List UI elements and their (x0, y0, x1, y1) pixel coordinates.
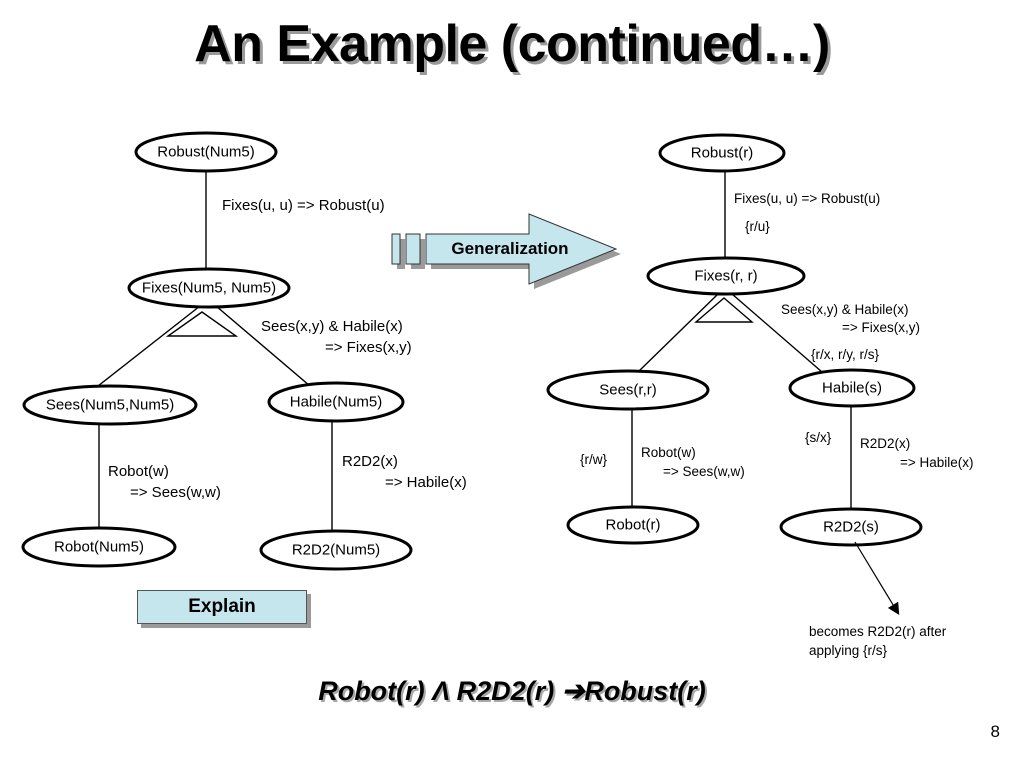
left-node-sees-ellipse (22, 384, 198, 426)
page-number: 8 (990, 722, 1000, 741)
left-edge-fixes-habile (215, 305, 311, 387)
right-node-habile: Habile(s) (822, 380, 882, 397)
right-node-r2d2-ellipse (779, 507, 923, 547)
right-node-robot-ellipse (566, 505, 700, 545)
left-node-habile: Habile(Num5) (290, 394, 383, 411)
left-node-fixes: Fixes(Num5, Num5) (142, 280, 276, 297)
annotation-arrow (854, 541, 900, 616)
slide-title: An Example (continued…) (194, 15, 830, 73)
left-node-fixes-ellipse (127, 267, 291, 309)
right-rule-habile-r2d2-subst: {s/x} (805, 430, 832, 445)
arrow-tail-bar-1 (391, 233, 401, 265)
right-node-sees: Sees(r,r) (599, 382, 657, 399)
arrow-tail-bar-2 (405, 233, 421, 265)
left-and-triangle (165, 311, 239, 337)
right-edge-fixes-habile (731, 293, 823, 373)
right-node-r2d2: R2D2(s) (823, 519, 879, 536)
right-node-robot: Robot(r) (605, 517, 660, 534)
right-tree: Robust(r) Fixes(r, r) Sees(r,r) Habile(s… (546, 133, 974, 658)
arrow-body (425, 213, 618, 285)
left-node-robust-ellipse (134, 131, 278, 173)
annotation-note-line1: becomes R2D2(r) after (809, 624, 947, 639)
left-edge-fixes-sees (97, 305, 201, 387)
left-rule-fixes-split-line1: Sees(x,y) & Habile(x) (261, 318, 403, 335)
right-rule-sees-robot-line1: Robot(w) (641, 445, 696, 460)
right-rule-sees-robot-line2: => Sees(w,w) (663, 464, 745, 479)
conclusion-formula: Robot(r) Λ R2D2(r) ➔Robust(r) (318, 676, 706, 706)
left-rule-root-fixes: Fixes(u, u) => Robust(u) (222, 197, 385, 214)
right-and-triangle (694, 297, 754, 323)
left-node-robot: Robot(Num5) (54, 539, 144, 556)
right-rule-sees-robot-subst: {r/w} (580, 452, 608, 467)
left-rule-fixes-split-line2: => Fixes(x,y) (325, 339, 412, 356)
left-node-sees: Sees(Num5,Num5) (46, 397, 174, 414)
annotation-note-line2: applying {r/s} (809, 643, 888, 658)
right-rule-habile-r2d2-line2: => Habile(x) (900, 455, 974, 470)
left-node-robust: Robust(Num5) (157, 144, 255, 161)
right-node-robust-ellipse (658, 133, 786, 173)
left-rule-habile-r2d2-line2: => Habile(x) (385, 474, 467, 491)
generalization-arrow: Generalization (391, 213, 621, 289)
right-rule-root-fixes: Fixes(u, u) => Robust(u) (734, 191, 880, 206)
right-node-robust: Robust(r) (691, 145, 754, 162)
right-node-fixes-ellipse (646, 256, 806, 296)
left-node-r2d2: R2D2(Num5) (292, 542, 380, 559)
right-rule-fixes-split-subst: {r/x, r/y, r/s} (811, 347, 879, 362)
explain-button[interactable]: Explain (137, 590, 307, 624)
right-node-sees-ellipse (546, 369, 710, 411)
left-node-robot-ellipse (21, 526, 177, 568)
right-rule-habile-r2d2-line1: R2D2(x) (860, 436, 910, 451)
left-node-r2d2-ellipse (259, 529, 413, 571)
left-tree: Robust(Num5) Fixes(Num5, Num5) Sees(Num5… (21, 131, 467, 571)
generalization-label: Generalization (451, 239, 568, 258)
right-rule-fixes-split-line1: Sees(x,y) & Habile(x) (781, 302, 909, 317)
left-node-habile-ellipse (267, 381, 405, 423)
left-rule-sees-robot-line2: => Sees(w,w) (130, 484, 221, 501)
right-node-fixes: Fixes(r, r) (694, 268, 757, 285)
left-rule-sees-robot-line1: Robot(w) (108, 463, 169, 480)
left-rule-habile-r2d2-line1: R2D2(x) (342, 453, 398, 470)
right-rule-fixes-split-line2: => Fixes(x,y) (842, 320, 920, 335)
right-node-habile-ellipse (788, 368, 916, 408)
right-rule-root-fixes-subst: {r/u} (745, 219, 770, 234)
right-edge-fixes-sees (637, 293, 719, 373)
